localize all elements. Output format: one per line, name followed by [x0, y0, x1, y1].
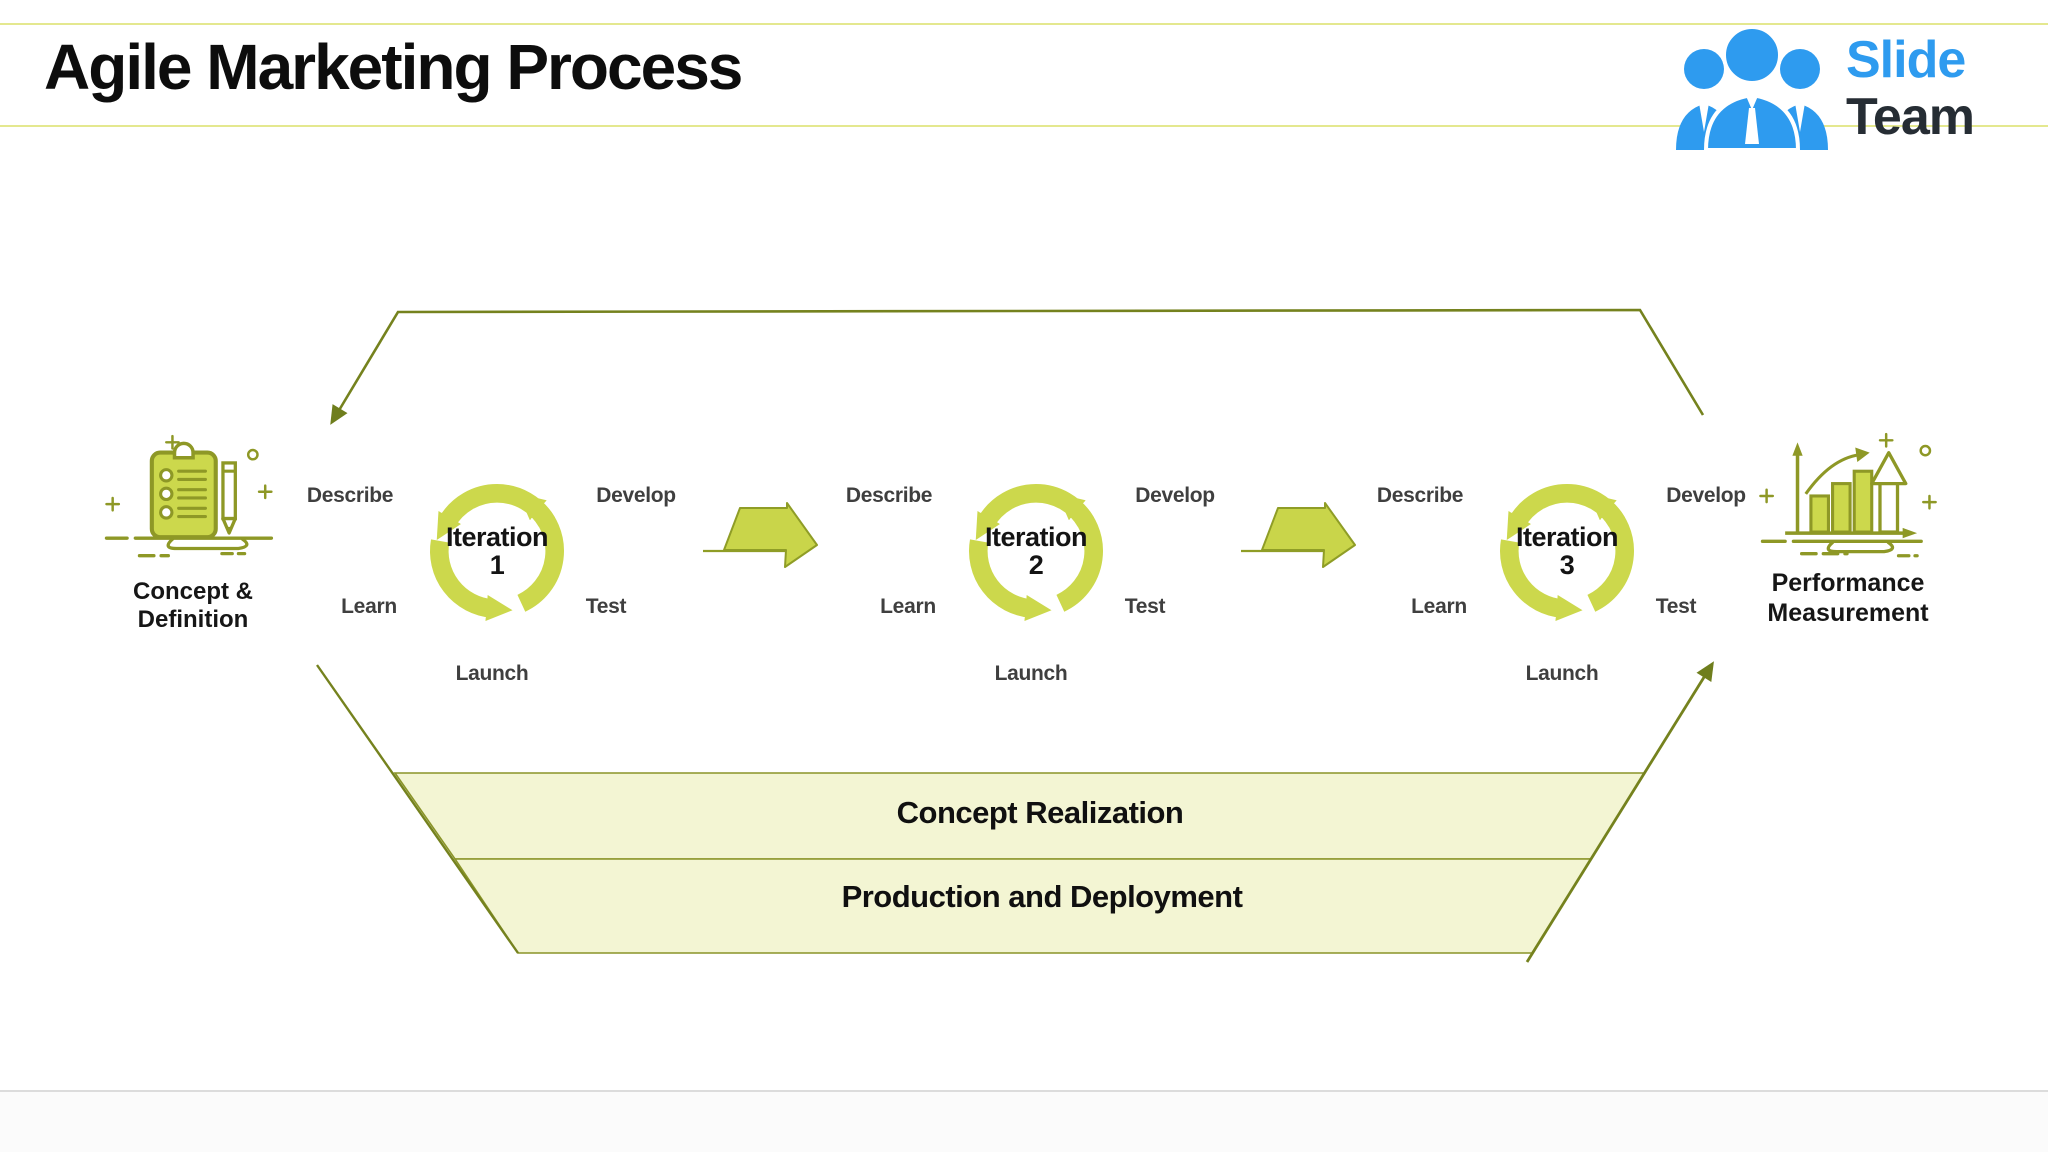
page-title: Agile Marketing Process [44, 31, 743, 103]
start-node-line1: Concept & [133, 578, 253, 605]
clipboard-checklist-icon [104, 434, 274, 558]
iteration-1-cycle: Iteration 1 Describe Develop Learn Test … [297, 430, 697, 690]
title-underline-rule [0, 125, 2048, 127]
growth-bar-chart-icon [1759, 432, 1937, 558]
step-test: Test [585, 595, 627, 618]
feedback-loop-arrow [330, 308, 1705, 425]
step-describe: Describe [306, 484, 394, 507]
step-learn: Learn [1411, 595, 1467, 618]
start-node-label: Concept & Definition [98, 578, 288, 634]
step-test: Test [1655, 595, 1697, 618]
step-test: Test [1124, 595, 1166, 618]
footer-divider-line [0, 1090, 2048, 1092]
step-describe: Describe [845, 484, 933, 507]
step-learn: Learn [341, 595, 397, 618]
end-node-label: Performance Measurement [1748, 568, 1948, 628]
iteration-3-cycle: Iteration 3 Describe Develop Learn Test … [1367, 430, 1767, 690]
end-node-line1: Performance [1771, 569, 1925, 597]
right-block-arrow-icon [703, 502, 818, 568]
top-rule-line [0, 23, 2048, 25]
start-node-line2: Definition [137, 606, 249, 633]
iteration-1-title: Iteration 1 [297, 523, 697, 579]
iteration-2-cycle: Iteration 2 Describe Develop Learn Test … [836, 430, 1236, 690]
iteration-label: Iteration [1515, 522, 1619, 552]
right-block-arrow-icon [1241, 502, 1356, 568]
iteration-cycle-icon [969, 484, 1103, 621]
step-develop: Develop [1666, 484, 1746, 507]
people-team-icon [1676, 25, 1828, 152]
iteration-number: 2 [1028, 550, 1044, 580]
brand-word-slide: Slide [1846, 31, 1966, 89]
step-learn: Learn [880, 595, 936, 618]
step-launch: Launch [994, 662, 1068, 685]
funnel-left-edge-line [316, 664, 519, 954]
iteration-number: 3 [1559, 550, 1575, 580]
step-develop: Develop [1135, 484, 1215, 507]
step-describe: Describe [1376, 484, 1464, 507]
step-launch: Launch [455, 662, 529, 685]
iteration-3-title: Iteration 3 [1367, 523, 1767, 579]
to-performance-arrow [1525, 661, 1714, 963]
step-develop: Develop [596, 484, 676, 507]
brand-word-team: Team [1846, 88, 1975, 146]
end-node-line2: Measurement [1767, 599, 1929, 627]
step-launch: Launch [1525, 662, 1599, 685]
iteration-cycle-icon [430, 484, 564, 621]
footer-strip [0, 1092, 2048, 1152]
iteration-cycle-icon [1500, 484, 1634, 621]
band-label-production-deployment: Production and Deployment [841, 879, 1243, 914]
iteration-2-title: Iteration 2 [836, 523, 1236, 579]
iteration-label: Iteration [984, 522, 1088, 552]
iteration-number: 1 [489, 550, 505, 580]
band-label-concept-realization: Concept Realization [896, 795, 1184, 830]
iteration-label: Iteration [445, 522, 549, 552]
slideteam-logo: Slide Team [1674, 14, 2034, 164]
